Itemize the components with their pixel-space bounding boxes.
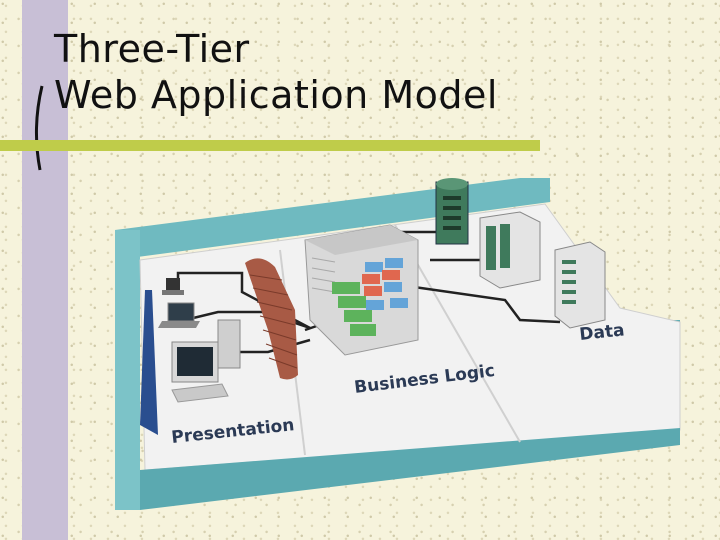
front-edge — [140, 428, 680, 510]
laptop-icon — [162, 278, 184, 295]
desktop-computer-icon — [171, 319, 241, 403]
left-wall — [115, 230, 140, 510]
title-line-2: Web Application Model — [54, 73, 498, 117]
storage-server-icon — [479, 211, 541, 289]
slide-title: Three-Tier Web Application Model — [54, 26, 498, 118]
tier-label-data: Data — [578, 320, 625, 345]
firewall-icon — [245, 258, 298, 380]
three-tier-diagram: Presentation Business Logic Data — [115, 178, 681, 510]
component-blocks — [332, 258, 408, 336]
title-line-1: Three-Tier — [54, 27, 250, 71]
database-server-icon — [435, 178, 469, 245]
left-decorative-bar — [22, 0, 68, 540]
application-server-rack-icon — [304, 224, 419, 356]
gradient-banner — [140, 290, 158, 435]
title-underline — [0, 140, 540, 151]
bracket-decoration — [34, 85, 44, 171]
laptop-icon — [158, 302, 200, 328]
data-server-icon — [554, 241, 606, 329]
